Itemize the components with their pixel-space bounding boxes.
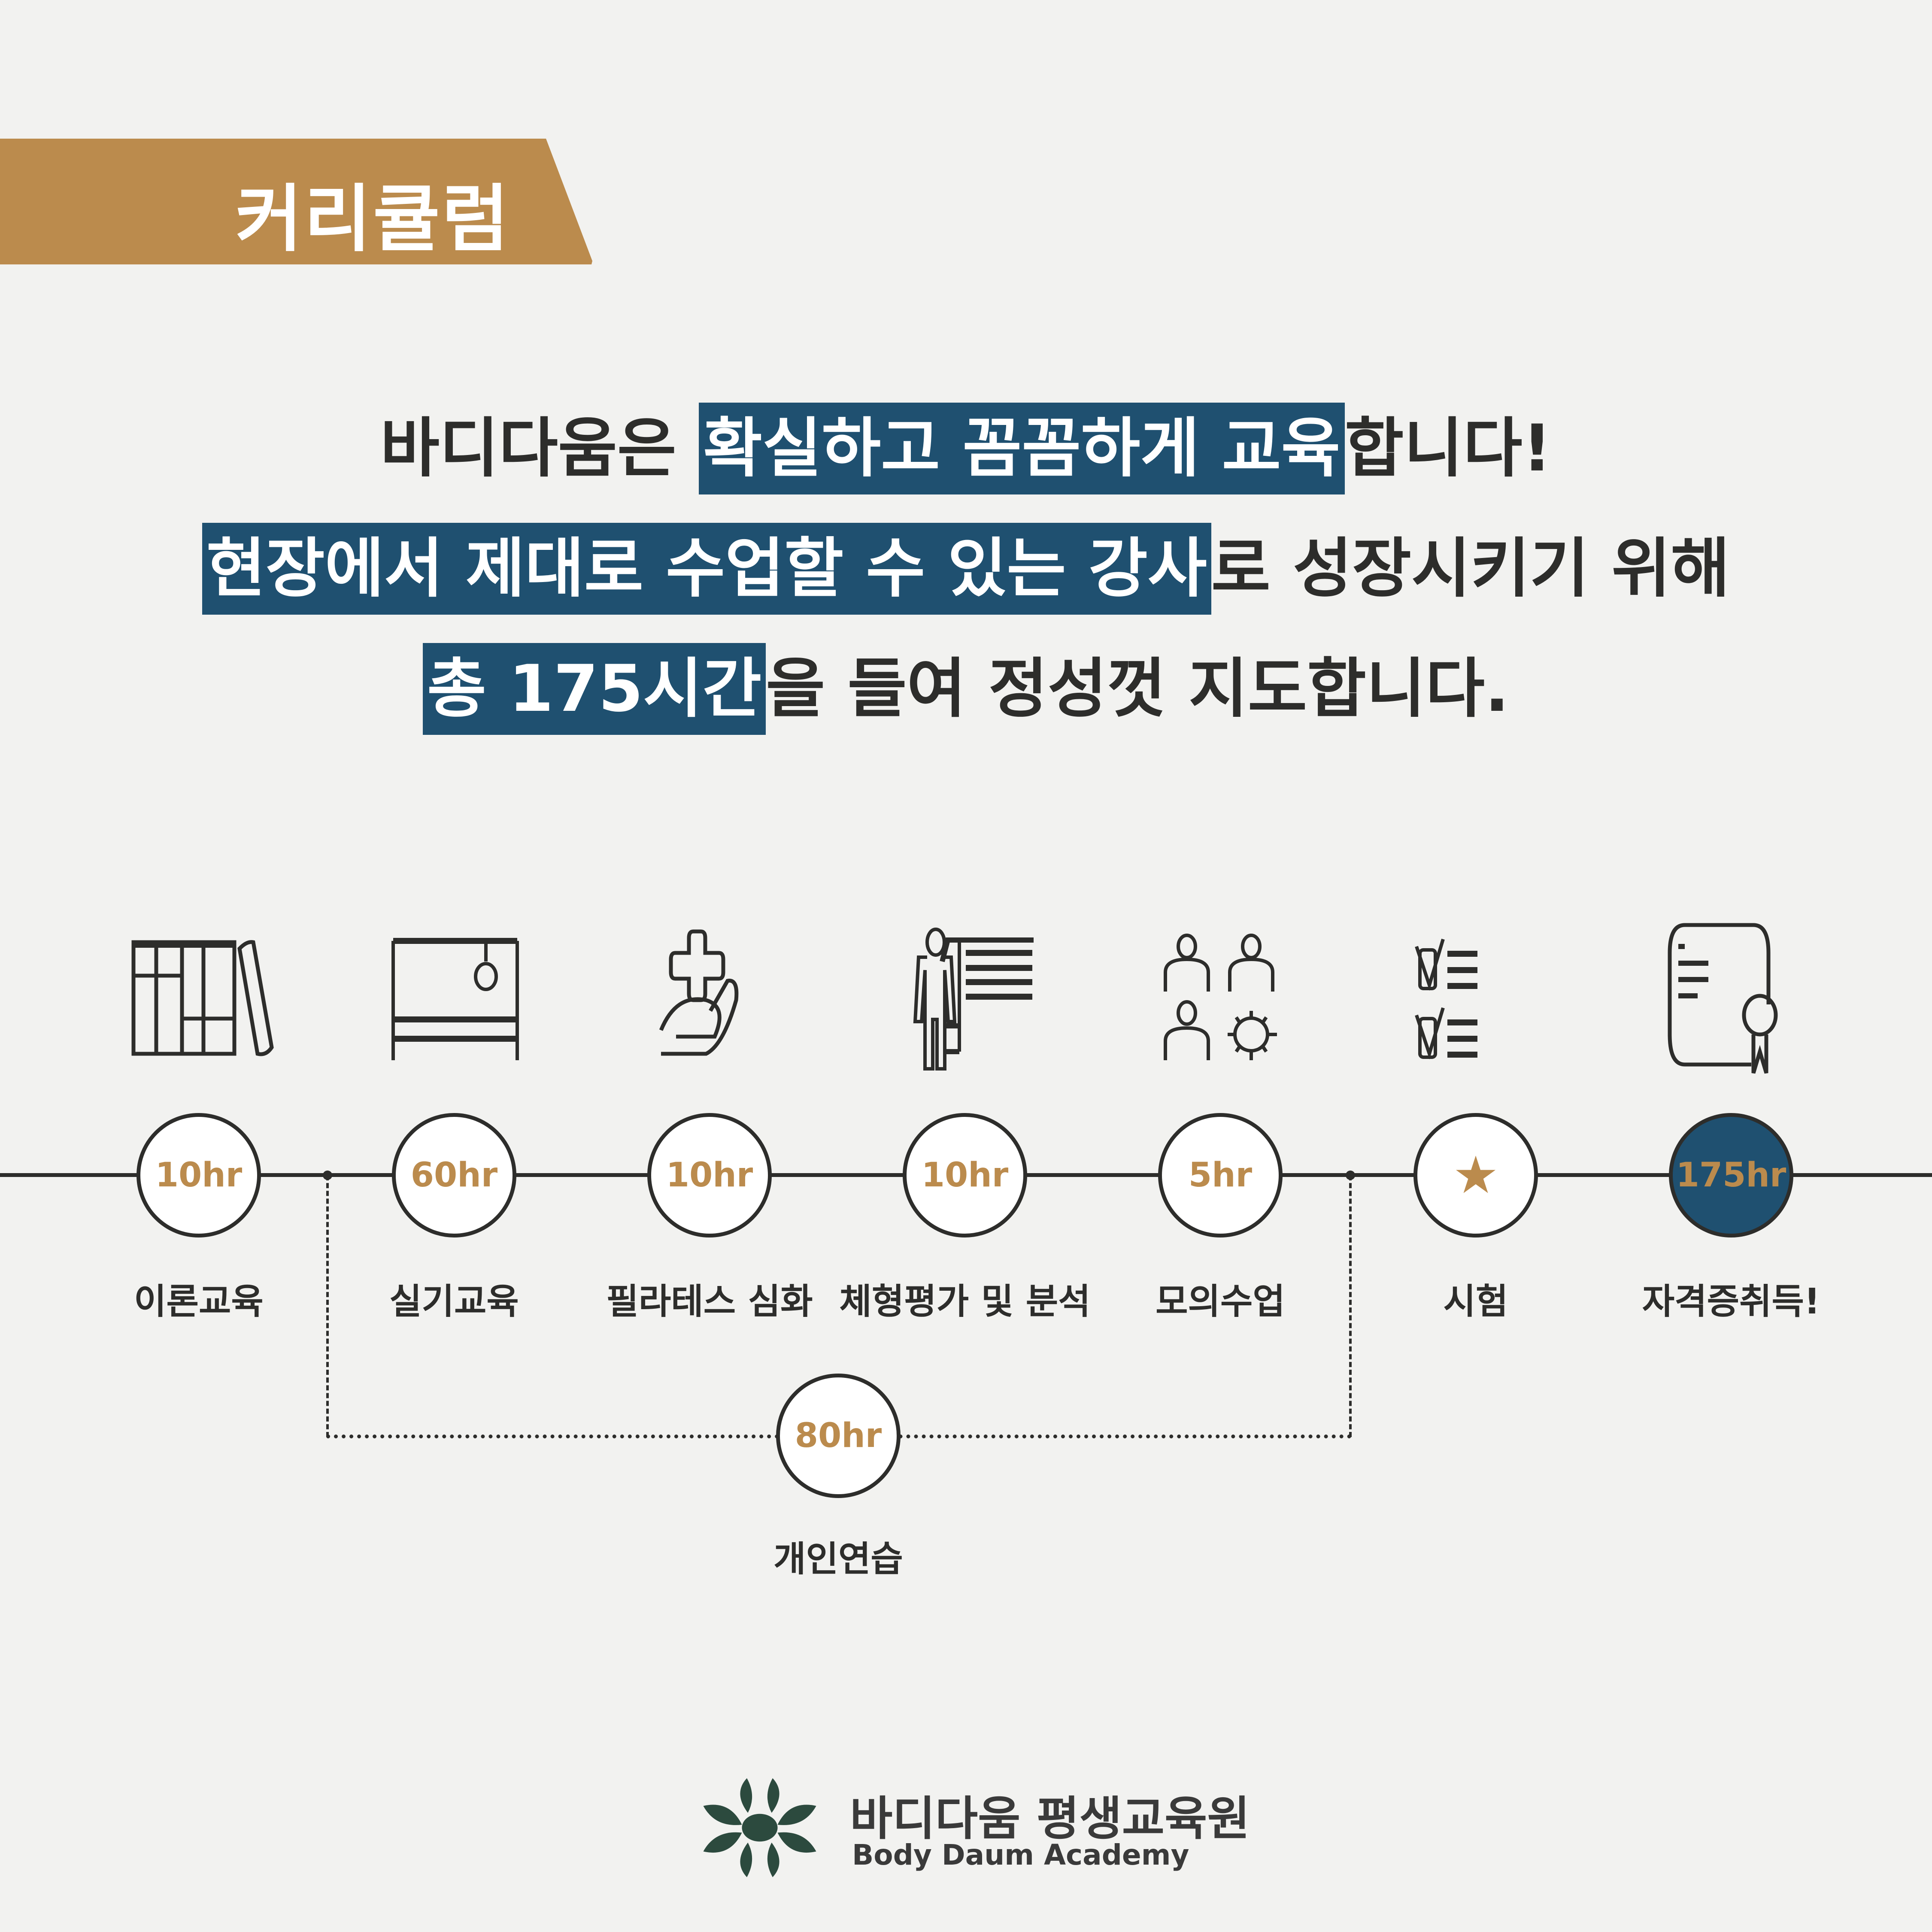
hours-value: 10hr: [155, 1156, 243, 1195]
step-label: 이론교육: [134, 1281, 264, 1322]
hours-value: 10hr: [921, 1156, 1009, 1195]
headline-highlight: 총 175시간: [423, 643, 766, 735]
step-label: 자격증취득!: [1642, 1281, 1820, 1322]
step-node-certificate: 175hr: [1669, 1113, 1793, 1237]
headline-text: 로 성장시키기 위해: [1211, 531, 1730, 606]
branch-right-connector: [1349, 1175, 1352, 1437]
headline-text: 바디다움은: [380, 411, 699, 486]
star-icon: ★: [1453, 1145, 1499, 1205]
step-label: 모의수업: [1156, 1281, 1285, 1322]
headline-highlight: 현장에서 제대로 수업할 수 있는 강사: [202, 523, 1211, 615]
checklist-icon: [1412, 936, 1558, 1066]
step-node-practical: 60hr: [392, 1113, 516, 1237]
body-assessment-chart-icon: [901, 927, 1065, 1075]
academy-logo-icon: [695, 1776, 824, 1881]
reformer-frame-icon: [388, 936, 522, 1066]
group-teaching-icon: [1159, 931, 1288, 1066]
books-icon: [129, 936, 283, 1062]
step-node-mock-class: 5hr: [1158, 1113, 1283, 1237]
step-node-exam: ★: [1413, 1113, 1538, 1237]
headline-text: 합니다!: [1344, 411, 1552, 486]
branch-node-practice: 80hr: [776, 1374, 901, 1498]
hours-value: 60hr: [410, 1156, 498, 1195]
hours-value: 10hr: [666, 1156, 753, 1195]
hours-value: 175hr: [1676, 1156, 1786, 1195]
certificate-icon: [1665, 923, 1794, 1079]
step-label: 필라테스 심화: [606, 1281, 813, 1322]
headline-line-1: 바디다움은 확실하고 꼼꼼하게 교육합니다!: [0, 403, 1932, 494]
branch-left-connector: [326, 1175, 329, 1437]
step-label: 시험: [1443, 1281, 1508, 1322]
section-title: 커리큘럼: [235, 177, 511, 262]
branch-label: 개인연습: [773, 1539, 903, 1580]
headline-highlight: 확실하고 꼼꼼하게 교육: [699, 403, 1345, 494]
headline-line-3: 총 175시간을 들여 정성껏 지도합니다.: [0, 643, 1932, 735]
step-label: 실기교육: [389, 1281, 519, 1322]
headline-line-2: 현장에서 제대로 수업할 수 있는 강사로 성장시키기 위해: [0, 523, 1932, 615]
step-node-assessment: 10hr: [903, 1113, 1027, 1237]
step-node-advanced: 10hr: [647, 1113, 772, 1237]
headline-text: 을 들여 정성껏 지도합니다.: [766, 652, 1509, 726]
academy-name-english: Body Daum Academy: [852, 1838, 1189, 1871]
section-banner: [0, 139, 592, 264]
academy-name-korean: 바디다움 평생교육원: [850, 1792, 1250, 1846]
step-label: 체형평가 및 분석: [839, 1281, 1091, 1322]
hours-value: 80hr: [795, 1416, 882, 1455]
step-node-theory: 10hr: [136, 1113, 261, 1237]
hand-medical-cross-icon: [659, 925, 788, 1068]
hours-value: 5hr: [1188, 1156, 1253, 1195]
